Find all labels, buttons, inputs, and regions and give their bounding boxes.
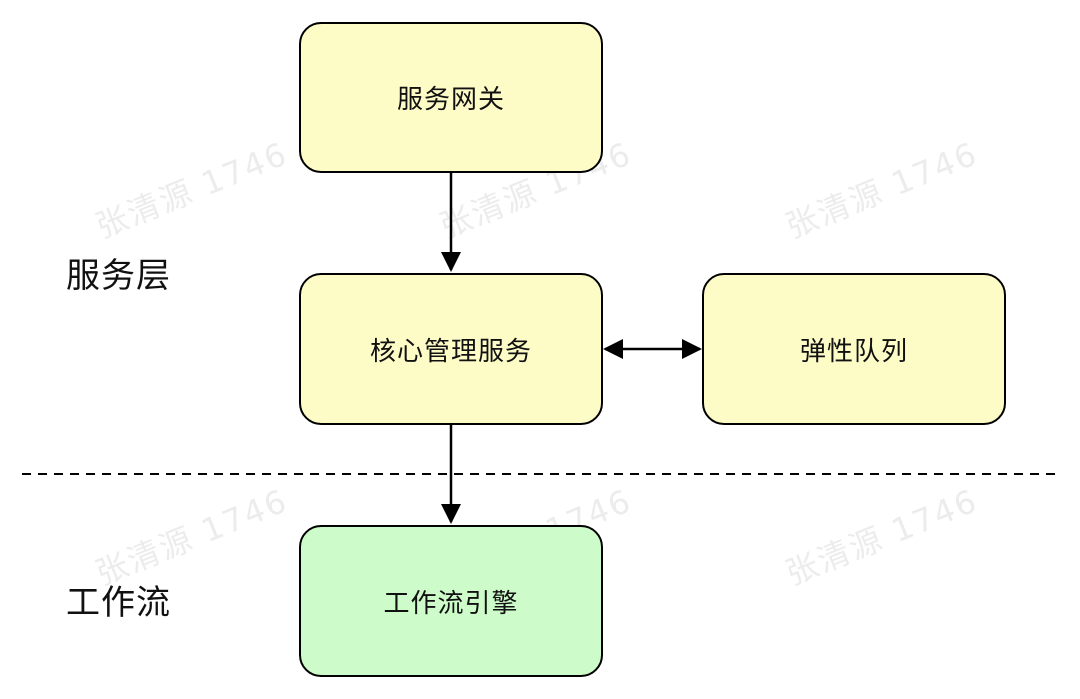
- core-service-node-label: 核心管理服务: [369, 336, 532, 367]
- workflow-engine-node-label: 工作流引擎: [383, 588, 519, 619]
- workflow-layer-label: 工作流: [66, 583, 171, 623]
- elastic-queue-node-label: 弹性队列: [799, 336, 908, 367]
- gateway-node-label: 服务网关: [396, 85, 505, 115]
- elastic-queue-node: 弹性队列: [702, 273, 1006, 425]
- gateway-node: 服务网关: [299, 22, 603, 173]
- service-layer-label: 服务层: [66, 256, 171, 296]
- workflow-engine-node: 工作流引擎: [299, 525, 603, 677]
- core-service-node: 核心管理服务: [299, 273, 603, 425]
